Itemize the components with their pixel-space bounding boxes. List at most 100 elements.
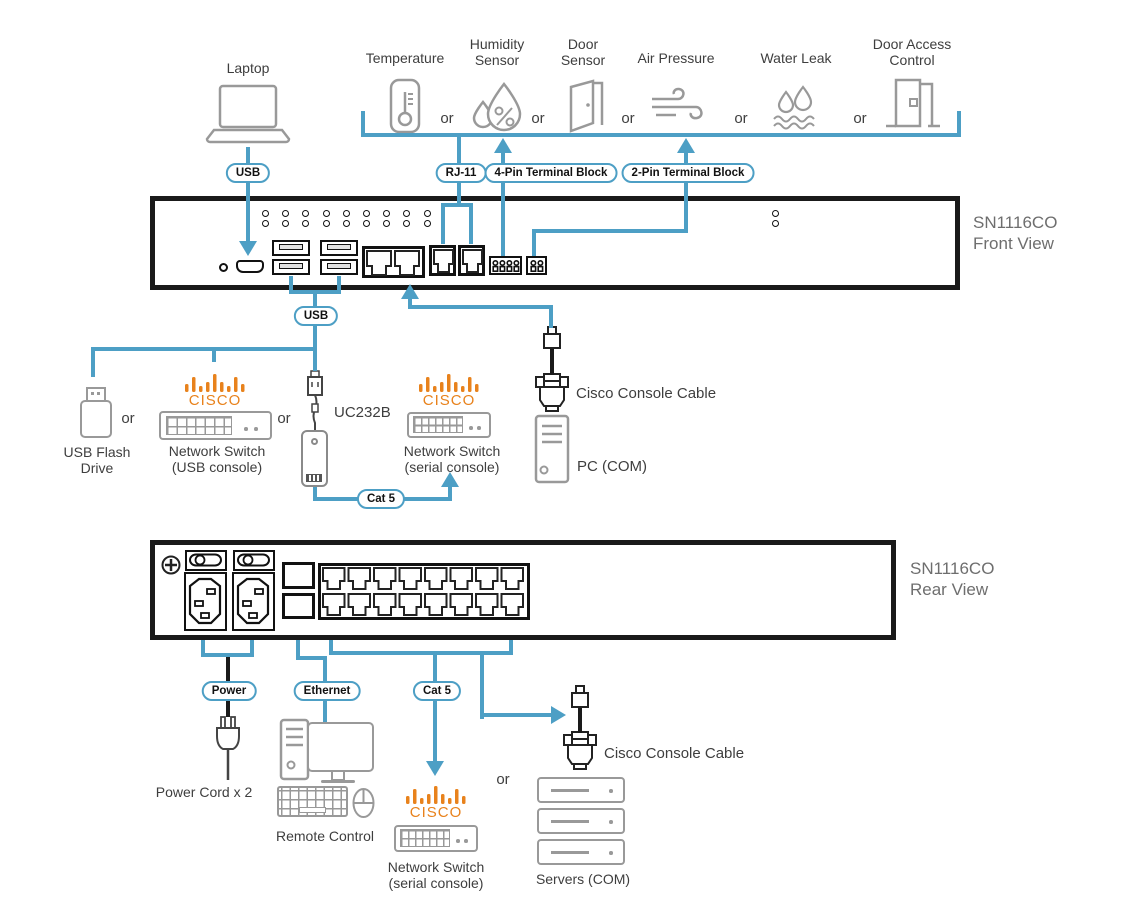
or-label: or [277, 410, 291, 427]
cisco-brand-text: CISCO [188, 392, 242, 409]
power-switch [233, 550, 275, 571]
usb-port [320, 259, 358, 275]
laptop-usb-arrow [239, 241, 257, 256]
cat5-arrow-up [441, 472, 459, 487]
rj45-plug-icon [543, 326, 561, 349]
lan-rj45-ports [366, 250, 420, 276]
cat5-pill-rear: Cat 5 [412, 681, 462, 701]
rj11-split-left [441, 203, 445, 244]
sensor-bus-right-stub [957, 111, 961, 137]
ground-screw-icon [161, 555, 181, 575]
usb-bracket-right [337, 276, 341, 294]
uc232b-drop-line [313, 347, 317, 371]
power-inlet [184, 572, 227, 631]
serial-rj45-ports [322, 567, 524, 616]
switch-ports-grid [400, 829, 450, 847]
remote-monitor-icon [307, 722, 374, 772]
cisco-logo-icon [406, 786, 466, 804]
or-label: or [496, 771, 510, 788]
console-arrow-up [401, 284, 419, 299]
usb-pill-top: USB [225, 163, 271, 183]
usb-port [272, 240, 310, 256]
usb-tongue [279, 244, 303, 250]
led-indicator [342, 220, 350, 227]
ethernet-drop [296, 640, 300, 660]
led-indicator [423, 220, 431, 227]
or-label: or [621, 110, 635, 127]
or-label: or [853, 110, 867, 127]
keyboard-icon [277, 786, 348, 817]
power-switch [185, 550, 227, 571]
flash-drive-icon [80, 400, 112, 438]
led-indicator [403, 210, 411, 217]
switch-ports-grid [166, 416, 232, 435]
power-plug-icon [216, 716, 240, 780]
two-pin-arrow [677, 138, 695, 153]
server-icon [537, 777, 625, 803]
console-cable-rear-label: Cisco Console Cable [604, 745, 745, 762]
front-device-label: SN1116CO Front View [973, 213, 1058, 253]
or-label: or [121, 410, 135, 427]
led-row-top [262, 210, 431, 217]
rj11-split-right [469, 203, 473, 244]
air-pressure-icon [652, 87, 703, 120]
usb-bracket-line [289, 290, 341, 294]
flash-drop-line [91, 347, 95, 377]
switch-usb-stub [212, 347, 216, 362]
led-indicator [282, 220, 290, 227]
reset-button [219, 263, 228, 272]
two-pin-line-horizontal [532, 229, 688, 233]
led-indicator [282, 210, 290, 217]
or-label: or [734, 110, 748, 127]
rj11-jack [462, 249, 483, 273]
switch-usb-label: Network Switch (USB console) [168, 443, 266, 475]
led-indicator [362, 210, 370, 217]
led-indicator [302, 220, 310, 227]
uc232b-body-icon [301, 430, 328, 487]
two-pin-line-stub [532, 229, 536, 256]
switch-serial-label: Network Switch (serial console) [403, 443, 501, 475]
monitor-base [321, 780, 355, 783]
usb-bracket-left [289, 276, 293, 294]
server-icon [537, 839, 625, 865]
ethernet-port [282, 562, 315, 589]
rj11-jack [433, 249, 454, 273]
usb-tongue [327, 244, 351, 250]
db9-connector-icon [563, 731, 597, 770]
rear-device-label: SN1116CO Rear View [910, 559, 995, 599]
led-indicator [362, 220, 370, 227]
usb-tongue [327, 263, 351, 269]
two-pin-terminal-pill: 2-Pin Terminal Block [621, 163, 755, 183]
two-pin-line-vertical [684, 151, 688, 233]
door-access-icon [886, 78, 940, 128]
power-inlet [232, 572, 275, 631]
rj11-split-line [443, 203, 473, 207]
sensor-bus-left-stub [361, 111, 365, 137]
laptop-usb-line [246, 147, 250, 242]
console-line-h [408, 305, 553, 309]
ethernet-port [282, 593, 315, 619]
led-power [772, 210, 779, 217]
terminal-pins [492, 259, 520, 273]
cat5-rear-arrow [426, 761, 444, 776]
led-indicator [342, 210, 350, 217]
servers-branch-v [480, 655, 484, 719]
usb-port [272, 259, 310, 275]
uc232b-label: UC232B [334, 404, 391, 421]
four-pin-arrow [494, 138, 512, 153]
led-indicator [262, 210, 269, 217]
laptop-label: Laptop [226, 60, 270, 76]
sensor-label-air-pressure: Air Pressure [637, 50, 715, 66]
rj11-pill: RJ-11 [435, 163, 487, 183]
cisco-logo-icon [419, 374, 479, 392]
serial-bracket-left [329, 640, 333, 655]
power-drop-right [250, 640, 254, 657]
console-line-v2 [549, 305, 553, 328]
servers-branch-h [480, 713, 552, 717]
laptop-icon [205, 84, 291, 144]
power-cord-label: Power Cord x 2 [155, 784, 253, 800]
